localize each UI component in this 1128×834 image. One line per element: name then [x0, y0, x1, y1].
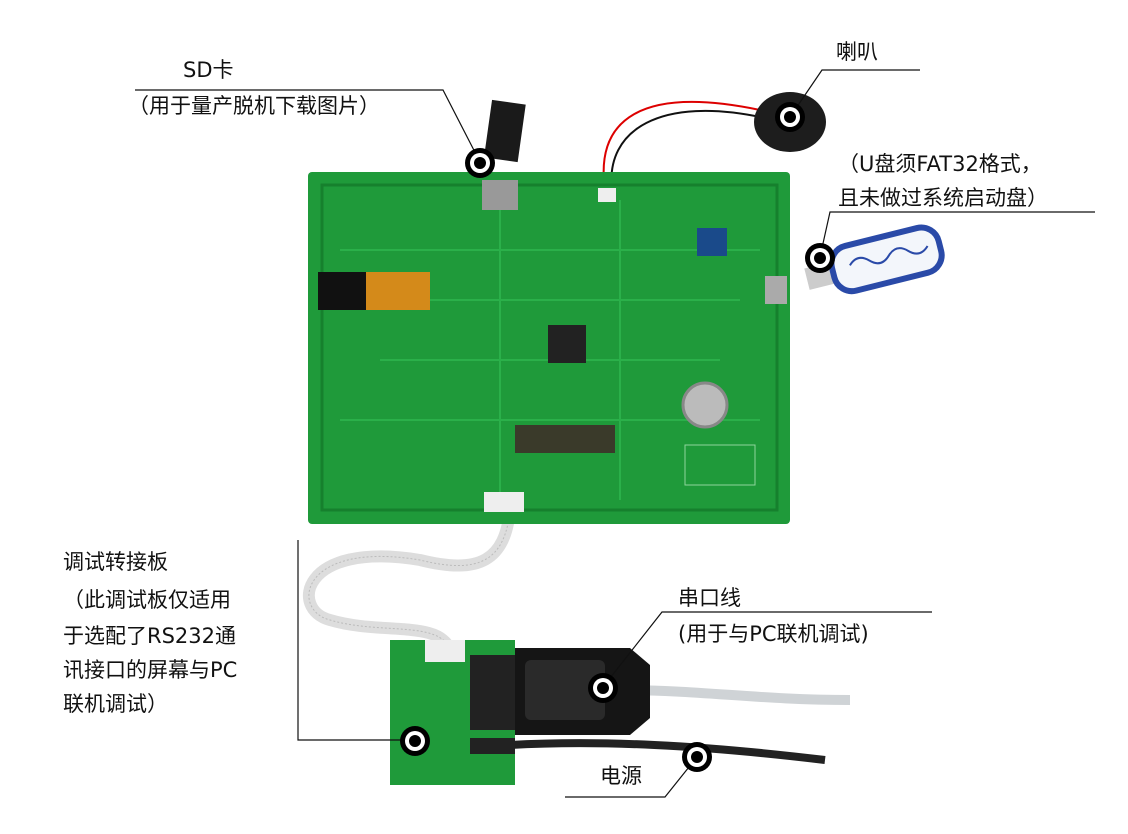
- usb-note-line2: 且未做过系统启动盘）: [838, 186, 1048, 210]
- sd-card: [483, 99, 526, 163]
- mcu-chip: [548, 325, 586, 363]
- usb-port: [765, 276, 787, 304]
- coin-battery: [681, 381, 729, 429]
- debug-board-title: 调试转接板: [63, 550, 168, 574]
- power-cable: [509, 739, 826, 764]
- serial-cable: [619, 685, 851, 705]
- sd-card-title: SD卡: [183, 58, 234, 82]
- leader-lines: [135, 69, 1095, 798]
- marker-serial: [588, 673, 618, 703]
- callout-markers: [400, 102, 835, 772]
- marker-power: [682, 742, 712, 772]
- debug-board-note-2: 于选配了RS232通: [63, 624, 237, 648]
- lcd-connector: [515, 425, 615, 453]
- main-pcb: [308, 172, 790, 524]
- debug-board-note-1: （此调试板仅适用: [63, 588, 231, 612]
- marker-sd: [465, 148, 495, 178]
- usb-note-line1: （U盘须FAT32格式，: [838, 152, 1042, 176]
- speaker-title: 喇叭: [836, 40, 878, 64]
- debug-connector: [484, 492, 524, 512]
- sd-card-note: （用于量产脱机下载图片）: [128, 94, 380, 118]
- speaker-wire-red: [602, 101, 761, 191]
- speaker-wire-black: [610, 109, 766, 191]
- serial-cable-note: (用于与PC联机调试): [678, 622, 869, 646]
- power-title: 电源: [600, 764, 642, 788]
- debug-board-note-3: 讯接口的屏幕与PC: [63, 658, 238, 682]
- marker-debug: [400, 726, 430, 756]
- marker-speaker: [775, 102, 805, 132]
- debug-board-note-4: 联机调试）: [63, 692, 168, 716]
- ribbon-cable: [302, 509, 516, 653]
- wifi-module: [697, 228, 727, 256]
- sd-slot: [482, 180, 518, 210]
- marker-usb: [805, 243, 835, 273]
- serial-cable-title: 串口线: [678, 586, 741, 610]
